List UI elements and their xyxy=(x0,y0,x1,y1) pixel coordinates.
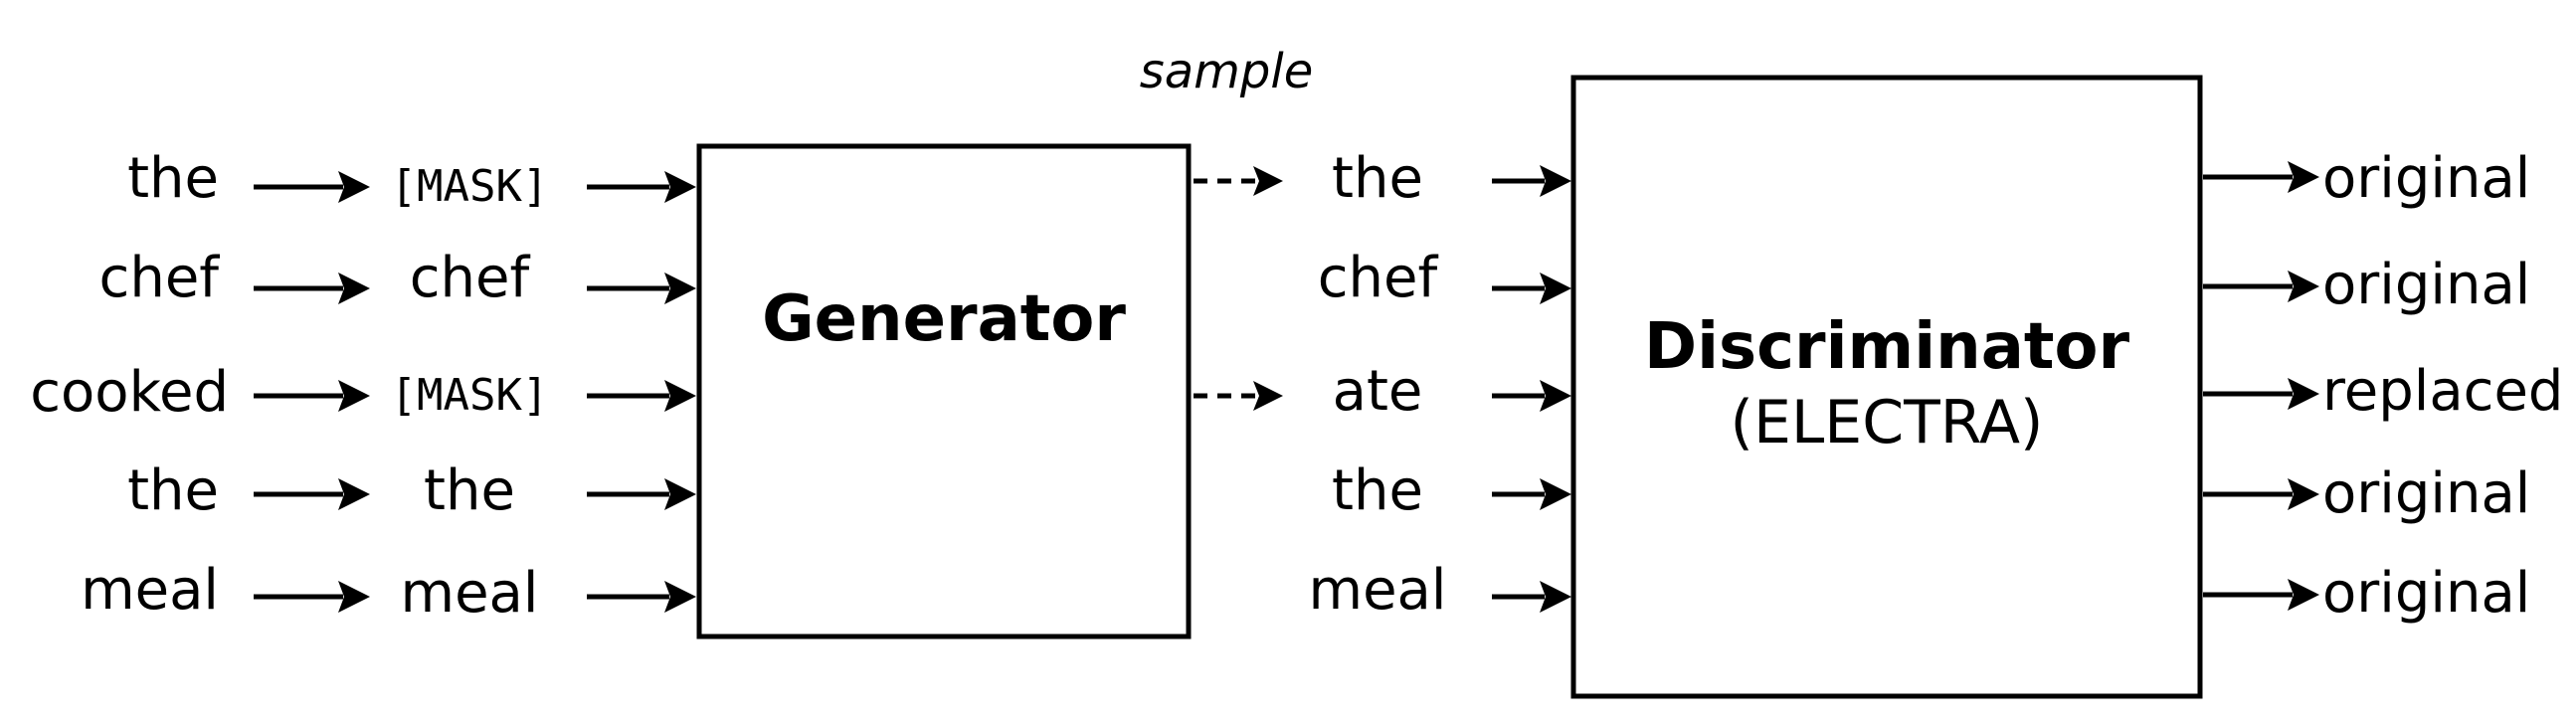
sampled-tokens: the chef ate the meal xyxy=(1309,146,1447,623)
input-token: cooked xyxy=(30,360,229,425)
arrow-icon xyxy=(1492,380,1571,412)
generator-block: Generator xyxy=(696,143,1192,639)
input-token: meal xyxy=(81,558,219,623)
input-token: chef xyxy=(99,246,221,310)
arrow-icon xyxy=(2203,161,2319,193)
generator-label: Generator xyxy=(762,282,1126,356)
output-arrows xyxy=(2203,161,2319,611)
input-arrows xyxy=(254,171,370,613)
arrow-icon xyxy=(254,581,370,613)
discriminator-box xyxy=(1570,75,2203,699)
sampled-token: the xyxy=(1332,458,1423,523)
arrow-icon xyxy=(2203,378,2319,410)
masked-token: chef xyxy=(410,246,531,310)
output-label: original xyxy=(2322,253,2530,317)
arrow-icon xyxy=(587,273,696,304)
sampled-token: meal xyxy=(1309,558,1447,623)
sample-label: sample xyxy=(1140,44,1314,99)
generator-input-arrows xyxy=(587,171,696,613)
arrow-icon xyxy=(254,478,370,510)
arrow-icon xyxy=(254,380,370,412)
input-token: the xyxy=(127,458,219,523)
output-label: original xyxy=(2322,146,2530,211)
discriminator-sublabel: (ELECTRA) xyxy=(1731,388,2044,457)
masked-token: the xyxy=(424,458,515,523)
discriminator-input-arrows xyxy=(1492,165,1571,613)
output-labels: original original replaced original orig… xyxy=(2322,146,2563,626)
masked-token: [MASK] xyxy=(391,370,549,421)
masked-tokens: [MASK] chef [MASK] the meal xyxy=(391,161,549,626)
masked-token: meal xyxy=(401,561,539,626)
input-token: the xyxy=(127,146,219,211)
output-label: original xyxy=(2322,561,2530,626)
arrow-icon xyxy=(1492,273,1571,304)
dashed-arrow-icon xyxy=(1194,166,1283,196)
sampled-token: chef xyxy=(1318,246,1439,310)
sampled-token: the xyxy=(1332,146,1423,211)
arrow-icon xyxy=(587,478,696,510)
arrow-icon xyxy=(2203,271,2319,302)
arrow-icon xyxy=(587,380,696,412)
output-label: original xyxy=(2322,461,2530,526)
arrow-icon xyxy=(1492,165,1571,197)
arrow-icon xyxy=(2203,579,2319,611)
arrow-icon xyxy=(1492,581,1571,613)
dashed-arrow-icon xyxy=(1194,381,1283,411)
discriminator-block: Discriminator (ELECTRA) xyxy=(1570,75,2203,699)
input-tokens: the chef cooked the meal xyxy=(30,146,229,623)
arrow-icon xyxy=(1492,478,1571,510)
sample-arrows xyxy=(1194,166,1283,411)
discriminator-label: Discriminator xyxy=(1644,310,2130,384)
arrow-icon xyxy=(587,581,696,613)
output-label: replaced xyxy=(2322,359,2563,424)
arrow-icon xyxy=(254,273,370,304)
generator-box xyxy=(696,143,1192,639)
arrow-icon xyxy=(587,171,696,203)
arrow-icon xyxy=(2203,478,2319,510)
masked-token: [MASK] xyxy=(391,161,549,212)
sampled-token: ate xyxy=(1333,359,1423,424)
arrow-icon xyxy=(254,171,370,203)
